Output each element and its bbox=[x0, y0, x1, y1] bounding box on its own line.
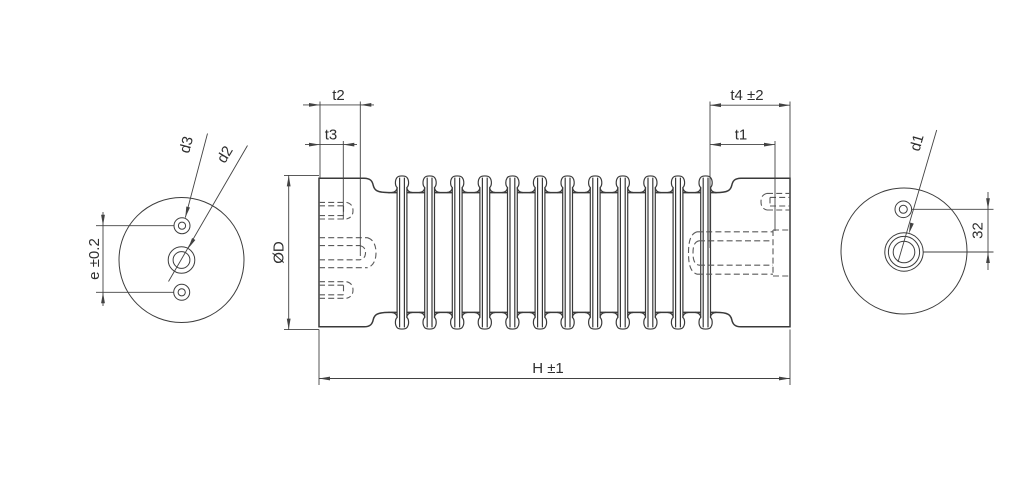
dim-arrow bbox=[309, 142, 320, 147]
hole-d1-outer bbox=[884, 232, 924, 272]
rib bbox=[418, 175, 441, 330]
rib bbox=[694, 175, 717, 330]
rib bbox=[446, 175, 469, 330]
leader-d2: d2 bbox=[168, 143, 248, 282]
dim-diameter: ØD bbox=[271, 174, 319, 331]
right-end-view: d1 32 bbox=[840, 129, 994, 315]
label-32: 32 bbox=[970, 222, 987, 239]
hole-d2-inner bbox=[172, 251, 191, 269]
label-t1: t1 bbox=[735, 127, 748, 144]
rib bbox=[639, 175, 662, 330]
dim-arrow bbox=[101, 292, 105, 304]
dim-h: H ±1 bbox=[318, 329, 791, 385]
rib bbox=[473, 175, 496, 330]
dim-32: 32 bbox=[911, 192, 994, 270]
dim-arrow bbox=[286, 318, 291, 330]
side-view: t2 t3 t4 ±2 t1 bbox=[271, 87, 791, 385]
leader-line bbox=[897, 129, 938, 263]
hole-d1-inner bbox=[892, 240, 916, 264]
dim-arrow bbox=[710, 142, 721, 147]
rib bbox=[528, 175, 552, 330]
label-t4: t4 ±2 bbox=[730, 87, 763, 104]
label-t3: t3 bbox=[325, 127, 338, 144]
hole-bottom-inner bbox=[177, 288, 186, 297]
dim-t4: t4 ±2 bbox=[709, 87, 791, 248]
dim-t3: t3 bbox=[305, 127, 357, 220]
dim-arrow bbox=[286, 175, 291, 187]
label-e: e ±0.2 bbox=[86, 238, 103, 280]
dim-arrow bbox=[343, 142, 355, 147]
hole-d3-outer bbox=[173, 217, 191, 235]
dim-arrow bbox=[986, 252, 990, 263]
rib bbox=[556, 175, 579, 330]
label-t2: t2 bbox=[332, 87, 345, 104]
rib-array bbox=[390, 175, 717, 330]
left-end-view: d3 d2 e ±0.2 bbox=[86, 133, 248, 323]
hole-d2-outer bbox=[167, 246, 196, 274]
hole-d3-inner bbox=[177, 221, 187, 230]
dim-arrow bbox=[779, 376, 790, 381]
rib bbox=[501, 175, 524, 330]
dim-arrow bbox=[319, 376, 330, 381]
label-h: H ±1 bbox=[532, 360, 564, 377]
rib bbox=[390, 175, 414, 330]
leader-arrow bbox=[183, 206, 190, 219]
label-diameter: ØD bbox=[271, 241, 288, 264]
rib bbox=[611, 175, 634, 330]
hole-d1-middle bbox=[887, 235, 921, 269]
small-hole-inner bbox=[898, 204, 908, 214]
dim-arrow bbox=[779, 103, 790, 108]
rib bbox=[584, 175, 607, 330]
dim-arrow bbox=[360, 103, 372, 107]
leader-d1: d1 bbox=[897, 129, 938, 263]
dim-arrow bbox=[309, 103, 320, 107]
left-cap-hidden-holes bbox=[319, 201, 377, 299]
dim-arrow bbox=[764, 142, 775, 147]
leader-line bbox=[168, 145, 248, 282]
right-cap-outline bbox=[715, 177, 791, 328]
dim-t2: t2 bbox=[303, 87, 374, 256]
label-d3: d3 bbox=[176, 135, 197, 156]
small-hole-outer bbox=[894, 200, 913, 219]
dim-t1: t1 bbox=[710, 127, 776, 231]
right-flange-outline bbox=[840, 187, 968, 315]
left-cap-outline bbox=[318, 177, 390, 328]
dim-arrow bbox=[101, 214, 105, 226]
dim-e: e ±0.2 bbox=[86, 212, 174, 306]
leader-line bbox=[184, 133, 208, 218]
left-flange-outline bbox=[118, 197, 245, 323]
dim-arrow bbox=[710, 103, 721, 108]
rib bbox=[666, 175, 690, 330]
dim-arrow bbox=[986, 198, 990, 210]
label-d2: d2 bbox=[214, 143, 237, 166]
hole-bottom-outer bbox=[173, 283, 191, 301]
label-d1: d1 bbox=[907, 132, 928, 153]
leader-d3: d3 bbox=[176, 133, 208, 219]
